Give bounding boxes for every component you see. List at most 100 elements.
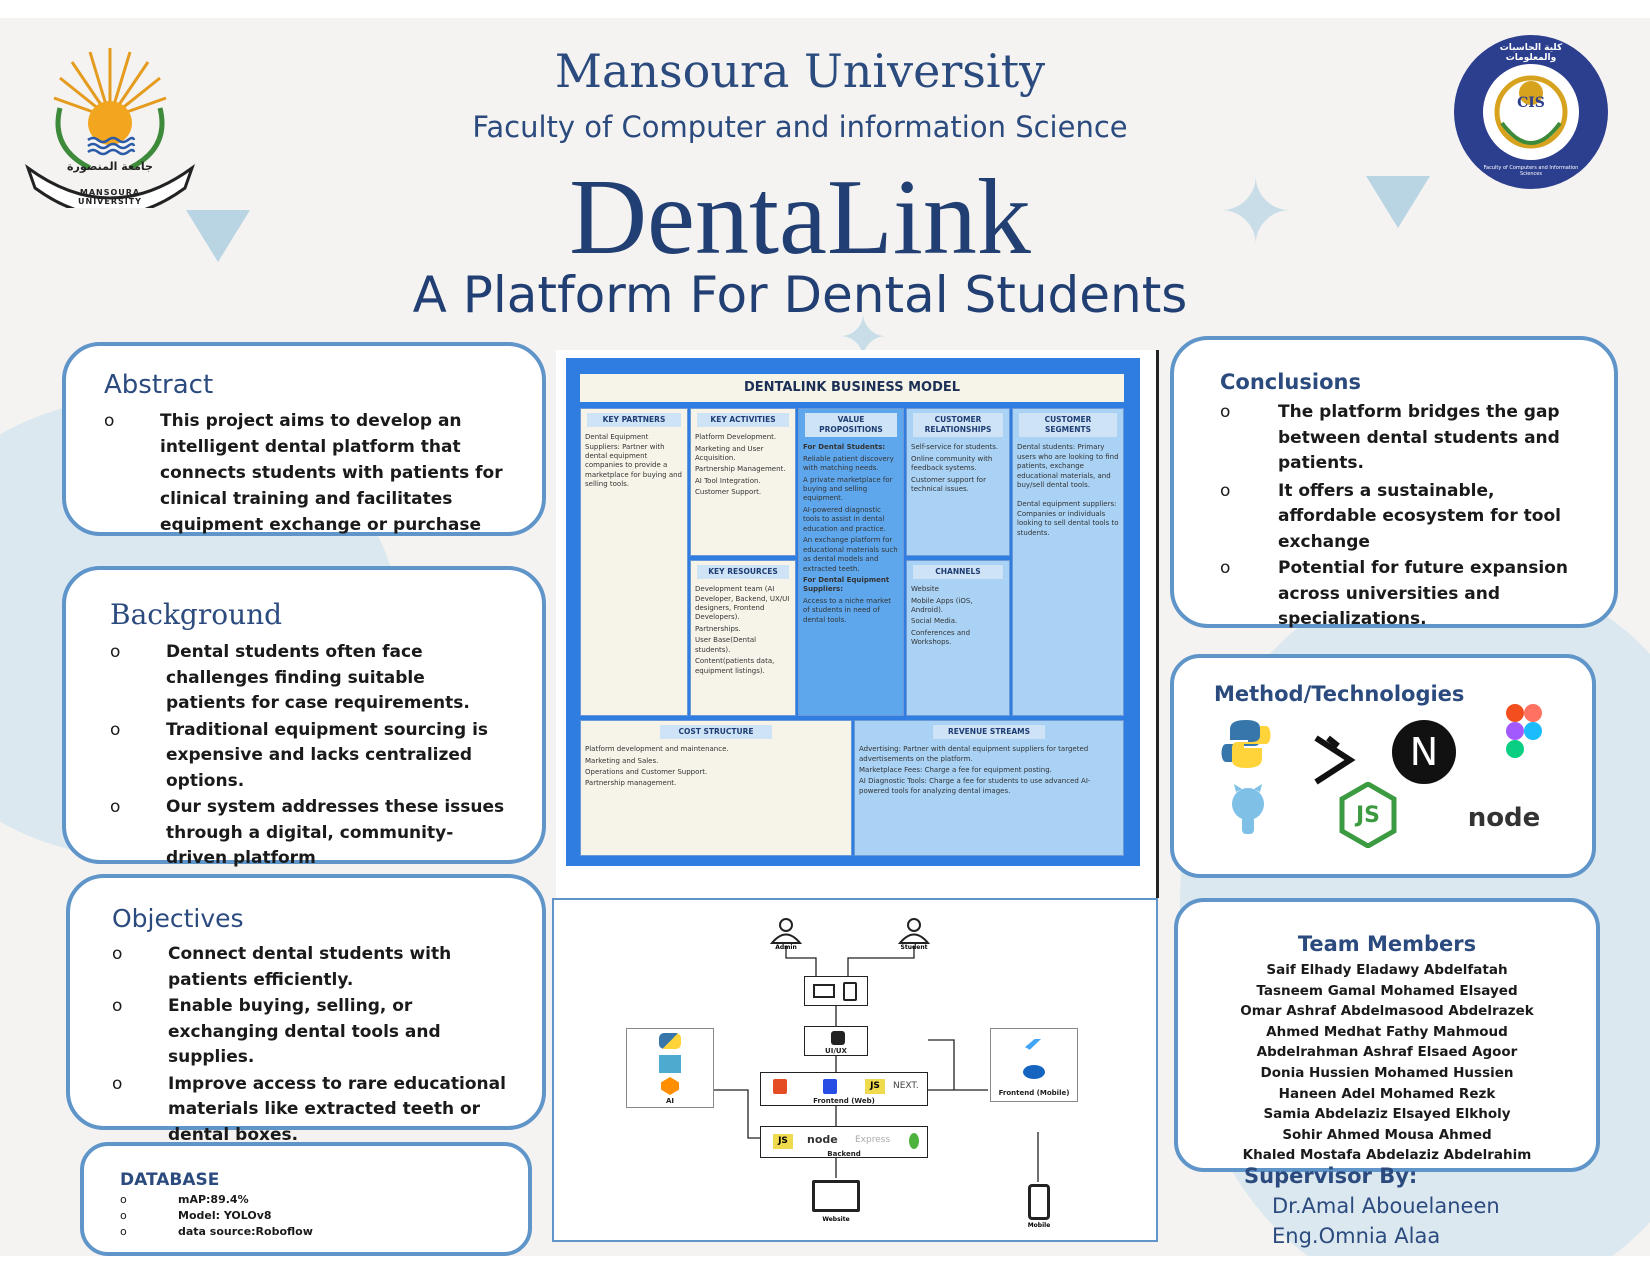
bullet: o [112, 996, 123, 1016]
bullet: o [110, 642, 121, 662]
bm-title: DENTALINK BUSINESS MODEL [580, 374, 1124, 402]
mansoura-logo-en: MANSOURA UNIVERSITY [78, 188, 142, 206]
ai-node: AI [626, 1028, 714, 1108]
backend-label: Backend [827, 1150, 861, 1158]
cis-logo-ar: كلية الحاسبات والمعلومات [1499, 43, 1563, 63]
bm-item: Partnership management. [585, 779, 677, 788]
bm-heading: KEY RESOURCES [696, 565, 790, 580]
uiux-label: UI/UX [825, 1047, 847, 1055]
team-title: Team Members [1297, 932, 1477, 956]
bullet: o [112, 1073, 123, 1094]
cis-logo-en: Faculty of Computers and Information Sci… [1483, 165, 1579, 177]
mansoura-logo-icon [24, 48, 196, 217]
team-member: Saif Elhady Eladawy Abdelfatah [1266, 962, 1508, 978]
bm-value-propositions: VALUE PROPOSITIONS For Dental Students: … [798, 408, 904, 716]
css3-icon [823, 1079, 837, 1094]
tablet-icon [843, 982, 857, 1001]
database-title: DATABASE [120, 1170, 220, 1190]
nextjs-letter: N [1409, 730, 1439, 774]
methods-panel: Method/Technologies N JS node [1170, 654, 1596, 878]
mobile-label: Mobile [1027, 1222, 1051, 1229]
github-icon [1218, 782, 1278, 838]
js-icon-text: JS [1355, 802, 1381, 828]
bm-item: Marketplace Fees: Charge a fee for equip… [859, 766, 1052, 774]
bm-item: Development team (AI Developer, Backend,… [695, 585, 790, 622]
bm-customer-relationships: CUSTOMER RELATIONSHIPS Self-service for … [906, 408, 1010, 556]
bullet: o [110, 797, 121, 817]
node-icon-text: node [1467, 803, 1541, 833]
bm-item: Dental students: Primary users who are l… [1017, 443, 1119, 489]
bm-cost-structure: COST STRUCTURE Platform development and … [580, 720, 852, 856]
node-icon: node [1464, 798, 1544, 838]
bm-heading: CUSTOMER SEGMENTS [1019, 413, 1117, 438]
student-label: Student [900, 944, 928, 951]
bm-heading: CHANNELS [912, 565, 1004, 580]
bm-item: Marketing and User Acquisition. [695, 444, 764, 462]
bm-item: Online community with feedback systems. [911, 454, 993, 473]
bm-heading: CUSTOMER RELATIONSHIPS [912, 413, 1004, 438]
business-model: DENTALINK BUSINESS MODEL KEY PARTNERS De… [566, 358, 1140, 866]
bm-revenue-streams: REVENUE STREAMS Advertising: Partner wit… [854, 720, 1124, 856]
mansoura-logo-ar: جامعة المنصورة [67, 160, 153, 173]
bullet: o [110, 719, 121, 740]
bullet: o [112, 944, 123, 964]
figma-small-icon [831, 1031, 845, 1045]
admin-icon [768, 918, 804, 944]
bullet: o [1220, 480, 1231, 501]
bg-triangle-2 [1366, 176, 1430, 228]
bm-item: AI-powered diagnostic tools to assist in… [803, 505, 886, 533]
objectives-title: Objectives [112, 904, 244, 933]
html5-icon [773, 1079, 787, 1094]
bm-item: A private marketplace for buying and sel… [803, 475, 893, 503]
team-member: Samia Abdelaziz Elsayed Elkholy [1263, 1106, 1511, 1123]
mobile-phone-icon [1028, 1184, 1050, 1220]
website-label: Website [822, 1216, 850, 1223]
bm-heading: KEY ACTIVITIES [696, 413, 790, 428]
frontend-web-label: Frontend (Web) [813, 1097, 875, 1105]
bullet: o [1220, 402, 1231, 422]
bm-item: Platform Development. [695, 433, 777, 442]
bm-item: Partnership Management. [695, 465, 786, 474]
bm-key-activities: KEY ACTIVITIES Platform Development. Mar… [690, 408, 796, 556]
team-list: Saif Elhady Eladawy Abdelfatah Tasneem G… [1178, 960, 1596, 1166]
cis-logo-icon [1454, 35, 1608, 189]
bm-item: Operations and Customer Support. [585, 768, 708, 776]
uiux-node: UI/UX [804, 1026, 868, 1056]
bm-item: An exchange platform for educational mat… [803, 536, 898, 573]
supervisor-title: Supervisor By: [1244, 1164, 1418, 1188]
flutter-icon [1025, 1039, 1041, 1050]
website-monitor-icon [812, 1180, 860, 1212]
mongo-icon [909, 1133, 919, 1149]
bm-channels: CHANNELS Website Mobile Apps (iOS, Andro… [906, 560, 1010, 716]
bm-item: Dental Equipment Suppliers: Partner with… [585, 433, 682, 489]
architecture-diagram: Admin Student UI/UX JS NEXT. Frontend (W… [552, 898, 1158, 1242]
bullet: o [1220, 558, 1231, 578]
bm-item: Dental equipment suppliers: Companies or… [1017, 500, 1119, 537]
bm-subheading: For Dental Equipment Suppliers: [803, 575, 890, 594]
team-member: Donia Hussien Mohamed Hussien [1260, 1064, 1514, 1081]
swift-icon [1023, 1065, 1045, 1079]
bm-heading: VALUE PROPOSITIONS [804, 413, 898, 438]
bm-item: Marketing and Sales. [585, 756, 659, 765]
project-subtitle: A Platform For Dental Students [412, 266, 1188, 324]
faculty-name: Faculty of Computer and information Scie… [472, 110, 1128, 144]
express-label: Express [855, 1135, 891, 1145]
python-icon [1218, 716, 1274, 772]
bm-item: Advertising: Partner with dental equipme… [859, 745, 1089, 763]
monitor-icon [813, 984, 835, 998]
bm-item: Website [911, 585, 939, 594]
bm-item: Social Media. [911, 617, 958, 626]
bm-item: Platform development and maintenance. [585, 745, 729, 754]
